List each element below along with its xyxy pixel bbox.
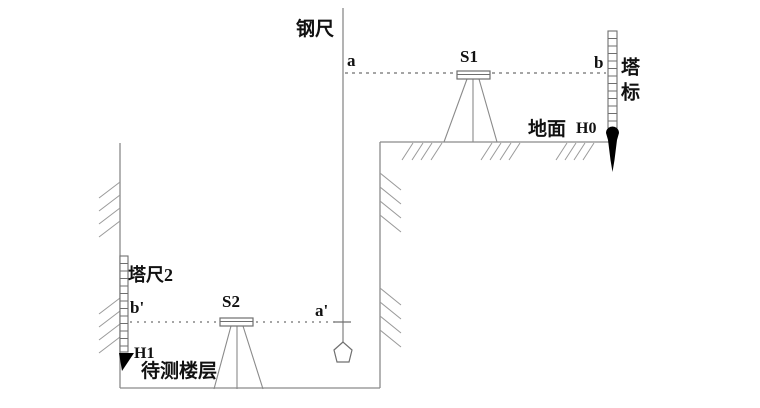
benchmark-h1-label: H1 — [134, 345, 155, 362]
point-b-prime-label: b' — [130, 298, 145, 317]
benchmark-h0-marker — [606, 126, 619, 172]
staff-2-rod — [119, 255, 129, 353]
left-wall-hatching — [98, 181, 121, 354]
point-a-prime-label: a' — [315, 301, 329, 320]
steel-tape-label: 钢尺 — [296, 19, 335, 40]
tower-staff-rod — [607, 30, 618, 129]
benchmark-h1-marker — [119, 353, 134, 371]
tower-staff-label: 塔标 — [618, 57, 639, 107]
level-s2-label: S2 — [222, 292, 240, 311]
level-s1-symbol — [456, 70, 491, 80]
ground-hatching — [401, 142, 595, 161]
level-s1-tripod — [443, 78, 498, 143]
point-b-label: b — [594, 53, 604, 72]
level-s2-symbol — [219, 317, 254, 327]
right-wall-hatching — [379, 172, 402, 348]
staff-2-label: 塔尺2 — [128, 265, 173, 285]
benchmark-h0-label: H0 — [576, 120, 597, 137]
level-s2-tripod — [213, 325, 264, 390]
level-s1-label: S1 — [460, 47, 478, 66]
target-floor-label: 待测楼层 — [141, 361, 218, 382]
point-a-label: a — [347, 51, 356, 70]
ground-label: 地面 — [528, 119, 567, 140]
plumb-bob — [333, 341, 353, 363]
